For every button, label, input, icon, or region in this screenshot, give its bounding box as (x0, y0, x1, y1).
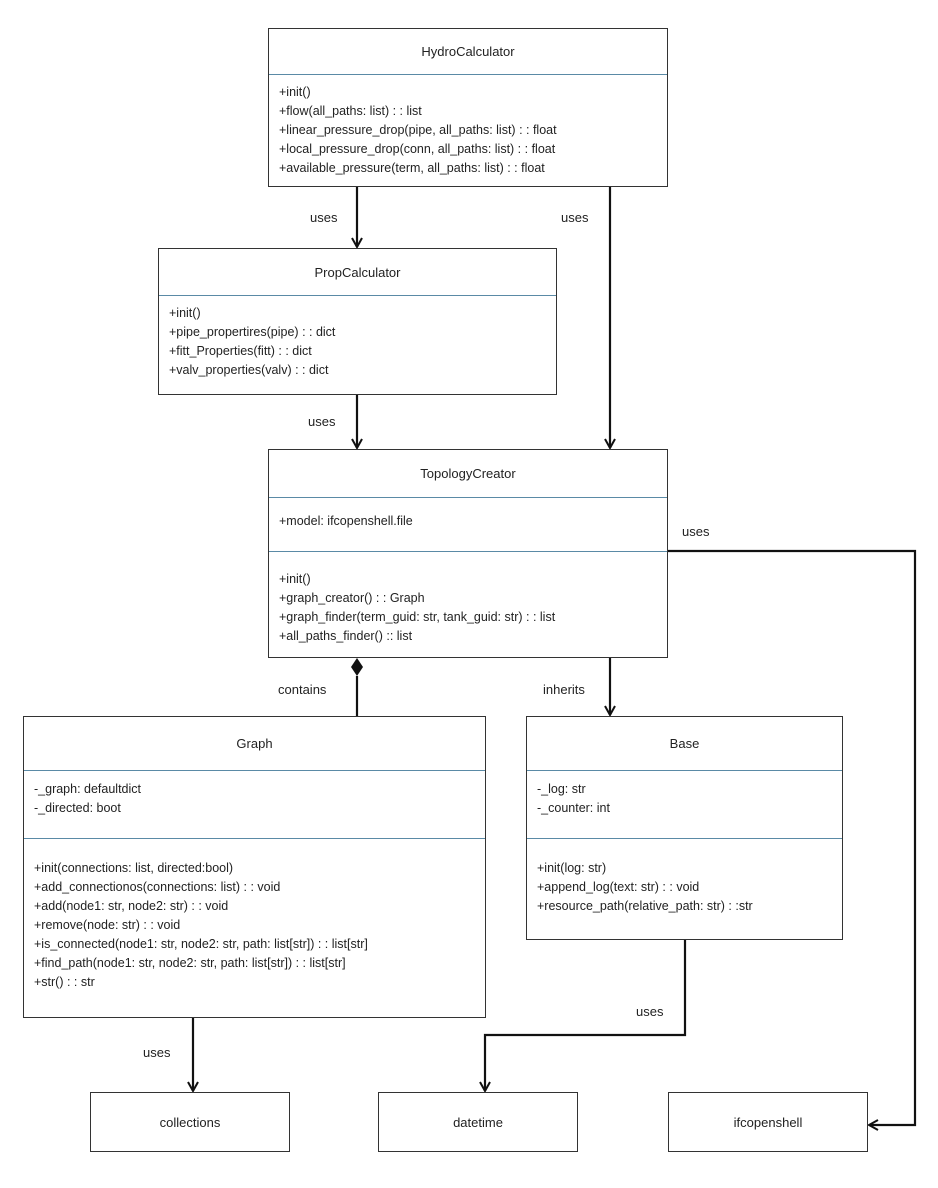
method: +all_paths_finder() :: list (279, 629, 413, 643)
label-topo-base: inherits (543, 682, 585, 697)
attribute: -_directed: boot (34, 801, 121, 815)
method: +resource_path(relative_path: str) : :st… (537, 899, 753, 913)
class-name: TopologyCreator (269, 450, 667, 498)
method: +find_path(node1: str, node2: str, path:… (34, 956, 346, 970)
label-base-datetime: uses (636, 1004, 664, 1019)
method: +pipe_propertires(pipe) : : dict (169, 325, 336, 339)
class-name: Graph (24, 717, 485, 771)
method: +valv_properties(valv) : : dict (169, 363, 329, 377)
method: +is_connected(node1: str, node2: str, pa… (34, 937, 368, 951)
arrow-topo-ifcopenshell (668, 549, 917, 1125)
method: +init() (169, 306, 201, 320)
attribute: -_graph: defaultdict (34, 782, 142, 796)
attribute: +model: ifcopenshell.file (279, 514, 413, 528)
method: +add(node1: str, node2: str) : : void (34, 899, 229, 913)
method: +append_log(text: str) : : void (537, 880, 700, 894)
composition-diamond (351, 658, 363, 676)
method: +local_pressure_drop(conn, all_paths: li… (279, 142, 556, 156)
method: +linear_pressure_drop(pipe, all_paths: l… (279, 123, 557, 137)
class-topologycreator[interactable]: TopologyCreator +model: ifcopenshell.fil… (268, 449, 668, 658)
module-collections[interactable]: collections (90, 1092, 290, 1152)
label-hydro-prop: uses (310, 210, 338, 225)
class-name: Base (527, 717, 842, 771)
class-name: PropCalculator (159, 249, 556, 296)
methods-section: +init(connections: list, directed:bool) … (24, 839, 485, 1000)
method: +remove(node: str) : : void (34, 918, 181, 932)
module-datetime[interactable]: datetime (378, 1092, 578, 1152)
method: +init() (279, 572, 311, 586)
methods-section: +init() +flow(all_paths: list) : : list … (269, 75, 667, 186)
method: +add_connectionos(connections: list) : :… (34, 880, 281, 894)
label-prop-topo: uses (308, 414, 336, 429)
method: +init(connections: list, directed:bool) (34, 861, 234, 875)
attribute: -_counter: int (537, 801, 610, 815)
method: +available_pressure(term, all_paths: lis… (279, 161, 545, 175)
class-propcalculator[interactable]: PropCalculator +init() +pipe_propertires… (158, 248, 557, 395)
class-name: HydroCalculator (269, 29, 667, 75)
method: +graph_creator() : : Graph (279, 591, 425, 605)
label-topo-graph: contains (278, 682, 327, 697)
class-hydrocalculator[interactable]: HydroCalculator +init() +flow(all_paths:… (268, 28, 668, 187)
method: +init() (279, 85, 311, 99)
attributes-section: -_graph: defaultdict -_directed: boot (24, 771, 485, 839)
label-hydro-topo: uses (561, 210, 589, 225)
method: +init(log: str) (537, 861, 607, 875)
method: +flow(all_paths: list) : : list (279, 104, 422, 118)
attributes-section: -_log: str -_counter: int (527, 771, 842, 839)
methods-section: +init(log: str) +append_log(text: str) :… (527, 839, 842, 924)
methods-section: +init() +graph_creator() : : Graph +grap… (269, 552, 667, 654)
method: +str() : : str (34, 975, 95, 989)
attributes-section: +model: ifcopenshell.file (269, 498, 667, 552)
module-ifcopenshell[interactable]: ifcopenshell (668, 1092, 868, 1152)
class-base[interactable]: Base -_log: str -_counter: int +init(log… (526, 716, 843, 940)
method: +fitt_Properties(fitt) : : dict (169, 344, 312, 358)
arrow-base-datetime (485, 940, 687, 1091)
method: +graph_finder(term_guid: str, tank_guid:… (279, 610, 556, 624)
label-graph-collections: uses (143, 1045, 171, 1060)
label-topo-ifcopenshell: uses (682, 524, 710, 539)
class-graph[interactable]: Graph -_graph: defaultdict -_directed: b… (23, 716, 486, 1018)
methods-section: +init() +pipe_propertires(pipe) : : dict… (159, 296, 556, 388)
attribute: -_log: str (537, 782, 586, 796)
